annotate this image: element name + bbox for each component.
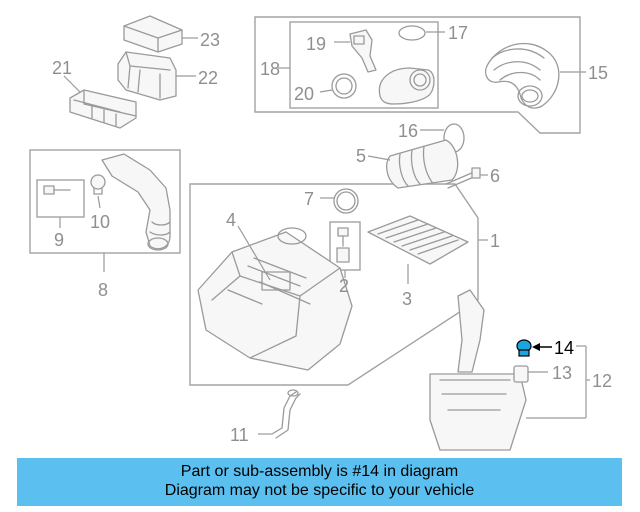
part-12-resonator (429, 289, 527, 451)
callout-3: 3 (402, 289, 412, 309)
callout-4: 4 (226, 210, 236, 230)
banner-line-1: Part or sub-assembly is #14 in diagram (180, 463, 459, 480)
callout-5: 5 (356, 146, 366, 166)
callout-2: 2 (339, 276, 349, 296)
callout-15: 15 (588, 63, 608, 83)
part-13-mount (513, 365, 529, 383)
group-frame-15 (254, 16, 581, 134)
callout-13: 13 (552, 363, 572, 383)
callout-21: 21 (52, 58, 72, 78)
part-10-clip (90, 174, 106, 195)
callout-18: 18 (260, 59, 280, 79)
group-frame-1 (189, 183, 479, 386)
banner-line-2: Diagram may not be specific to your vehi… (164, 482, 475, 499)
part-6-bolt (445, 167, 481, 189)
part-2-mount (336, 227, 350, 263)
part-4-air-cleaner-housing (197, 227, 353, 371)
part-21-air-guide (69, 89, 137, 129)
callout-19: 19 (306, 34, 326, 54)
callout-9: 9 (54, 230, 64, 250)
callout-6: 6 (490, 166, 500, 186)
callout-12: 12 (592, 371, 612, 391)
callout-17: 17 (448, 23, 468, 43)
part-22-resonator (117, 51, 177, 101)
part-20-gasket (331, 73, 357, 99)
callout-14-arrowhead (532, 343, 540, 351)
callout-20: 20 (294, 84, 314, 104)
part-15-intake-hose (484, 42, 560, 109)
part-9-bolt (43, 185, 71, 195)
callout-23: 23 (200, 30, 220, 50)
group-frame-18 (289, 21, 439, 109)
part-7-seal (333, 188, 359, 214)
callout-11: 11 (230, 425, 249, 445)
part-5-intake-boot (386, 139, 459, 189)
part-18-meter-housing (378, 67, 435, 105)
callout-14: 14 (554, 338, 574, 358)
part-14-grommet-highlighted (516, 339, 532, 357)
part-23-intake-duct (123, 15, 183, 53)
part-3-air-filter (367, 215, 469, 265)
callout-22: 22 (198, 68, 218, 88)
part-11-breather-hose (271, 389, 301, 439)
parts-diagram: 23 22 21 19 17 18 20 15 16 5 6 7 4 1 2 3… (29, 15, 612, 451)
part-17-clamp (398, 25, 426, 41)
group-frame-8 (29, 149, 181, 254)
part-19-sensor (349, 29, 377, 73)
callout-1: 1 (490, 231, 500, 251)
callout-10: 10 (90, 212, 110, 232)
part-8-intake-snorkel (101, 153, 171, 251)
callout-7: 7 (304, 189, 314, 209)
info-banner: Part or sub-assembly is #14 in diagram D… (17, 458, 622, 506)
callout-8: 8 (98, 280, 108, 300)
callout-16: 16 (398, 121, 418, 141)
